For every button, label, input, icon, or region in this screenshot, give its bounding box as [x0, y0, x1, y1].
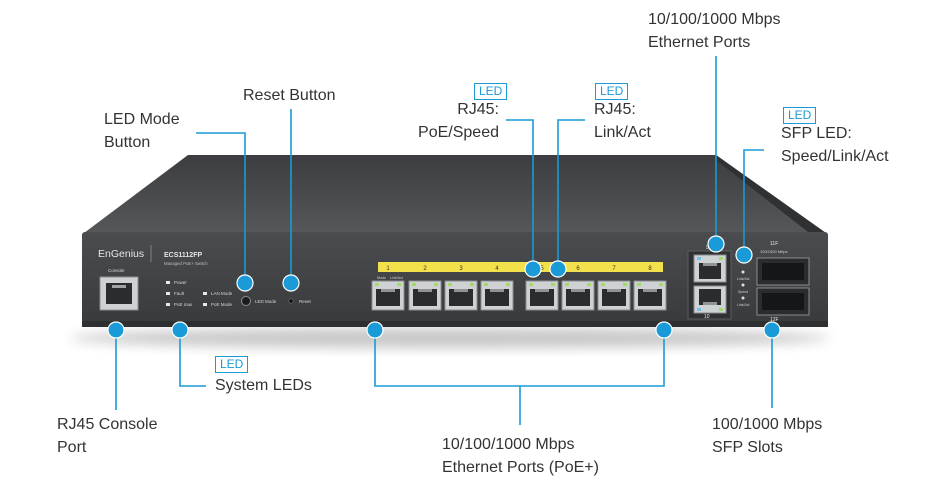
reset-label: Reset — [299, 299, 312, 304]
system-led-group: Power Fault PoE max LAN Mode PoE Mode — [166, 280, 233, 307]
callout-rj45-poe-speed: RJ45: PoE/Speed — [418, 101, 499, 141]
callout-ethernet-ports-poe: 10/100/1000 Mbps Ethernet Ports (PoE+) — [442, 436, 599, 476]
led-mode-button[interactable] — [241, 296, 251, 306]
uplink-port-10-label: 10 — [704, 314, 710, 320]
poe-max-led — [166, 303, 170, 306]
lan-mode-led-label: LAN Mode — [211, 291, 233, 296]
model-subtitle: Managed PoE+ Switch — [164, 261, 208, 266]
brand-logo: EnGenius — [98, 248, 144, 260]
dot-led-mode — [236, 274, 254, 292]
callout-dots — [107, 235, 781, 339]
leader-led-mode — [196, 132, 246, 281]
port-number-8: 8 — [648, 266, 652, 272]
model-name: ECS1112FP — [164, 252, 202, 259]
sfp-11f-label: 11F — [770, 241, 778, 247]
poe-port-4[interactable] — [480, 280, 514, 311]
poe-port-8[interactable] — [633, 280, 667, 311]
dot-reset — [282, 274, 300, 292]
callout-sfp-slots: 100/1000 Mbps SFP Slots — [712, 416, 823, 456]
leader-link-act — [557, 119, 585, 268]
sfp-slot-12f[interactable] — [756, 287, 810, 316]
sfp-led-2 — [741, 283, 745, 287]
uplink-port-9[interactable] — [693, 254, 727, 283]
dot-poe-port-8 — [655, 321, 673, 339]
lan-mode-led — [203, 292, 207, 295]
switch-top-surface — [84, 155, 826, 233]
port-number-2: 2 — [423, 266, 427, 272]
dot-poe-port-1 — [366, 321, 384, 339]
callout-rj45-console-port: RJ45 Console Port — [57, 416, 158, 456]
reset-button[interactable] — [288, 298, 294, 304]
power-led — [166, 281, 170, 284]
callout-leader-lines — [115, 56, 773, 425]
port-number-1: 1 — [386, 266, 390, 272]
port-number-4: 4 — [495, 266, 499, 272]
front-panel-bottom-edge — [82, 321, 828, 327]
device-shadow — [70, 328, 830, 348]
callout-sfp-led: SFP LED: Speed/Link/Act — [781, 125, 889, 165]
leader-poe-speed — [506, 119, 534, 268]
led-tag-sfp: LED — [783, 107, 817, 124]
poe-port-5[interactable] — [525, 280, 559, 311]
dot-link-act — [549, 260, 567, 278]
callout-led-mode-button: LED Mode Button — [104, 111, 180, 151]
uplink-port-10[interactable] — [693, 285, 727, 314]
leader-sfp-led — [743, 149, 764, 254]
led-mode-label: LED Mode — [255, 299, 277, 304]
dot-poe-speed — [524, 260, 542, 278]
fault-led — [166, 292, 170, 295]
poe-port-7[interactable] — [597, 280, 631, 311]
callout-ethernet-ports-top: 10/100/1000 Mbps Ethernet Ports — [648, 11, 781, 51]
sfp-speed-label: 100/1000 Mbps — [760, 249, 788, 254]
poe-port-6[interactable] — [561, 280, 595, 311]
uplink-port-9-label: 9 — [706, 245, 709, 251]
dot-console-port — [107, 321, 125, 339]
port-number-7: 7 — [612, 266, 616, 272]
port-number-strip — [378, 262, 663, 272]
dot-ethernet-ports-top — [707, 235, 725, 253]
callout-system-leds: System LEDs — [215, 377, 312, 394]
console-port[interactable] — [99, 276, 139, 311]
poe-port-1[interactable] — [371, 280, 405, 311]
console-label: Console — [108, 268, 125, 273]
dot-sfp-slots — [763, 321, 781, 339]
sfp-led-label-1: Link/Act — [737, 277, 749, 281]
dot-system-leds — [171, 321, 189, 339]
sfp-12f-label: 12F — [770, 317, 779, 323]
port-number-group: 1 2 3 4 5 6 7 8 — [386, 266, 652, 272]
port-number-3: 3 — [459, 266, 463, 272]
poe-max-led-label: PoE max — [174, 302, 193, 307]
port-link-led-label: Link/Act — [390, 276, 403, 280]
port-mode-led-label: Mode — [377, 276, 386, 280]
led-tag-system: LED — [215, 356, 249, 373]
sfp-led-1 — [741, 270, 745, 274]
sfp-led-3 — [741, 296, 745, 300]
fault-led-label: Fault — [174, 291, 185, 296]
sfp-led-label-3: Link/Act — [737, 303, 749, 307]
poe-mode-led-label: PoE Mode — [211, 302, 233, 307]
poe-port-2[interactable] — [408, 280, 442, 311]
port-number-6: 6 — [576, 266, 580, 272]
led-tag-link-act: LED — [595, 83, 629, 100]
power-led-label: Power — [174, 280, 187, 285]
dot-sfp-led — [735, 246, 753, 264]
led-tag-poe-speed: LED — [474, 83, 508, 100]
poe-port-3[interactable] — [444, 280, 478, 311]
callout-rj45-link-act: RJ45: Link/Act — [594, 101, 651, 141]
poe-mode-led — [203, 303, 207, 306]
leader-system-leds — [179, 332, 206, 387]
sfp-led-group: Link/Act Speed Link/Act — [737, 270, 749, 307]
callout-reset-button: Reset Button — [243, 87, 336, 104]
sfp-led-label-2: Speed — [738, 290, 748, 294]
port-number-5: 5 — [540, 266, 544, 272]
poe-port-group — [371, 280, 667, 311]
sfp-slot-11f[interactable] — [756, 257, 810, 286]
